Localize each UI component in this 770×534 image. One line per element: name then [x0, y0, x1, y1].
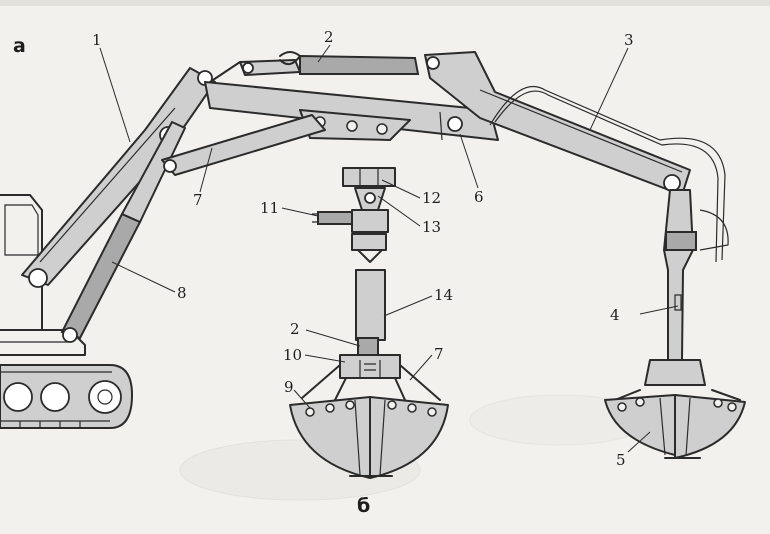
view-label-b: б [357, 495, 370, 517]
callout-2-detail: 2 [290, 320, 300, 338]
excavator-cab [0, 194, 86, 356]
grab-detail-bucket [289, 364, 449, 479]
callout-5: 5 [616, 451, 626, 469]
callout-7-detail: 7 [434, 345, 444, 363]
stick-hydraulic-cylinder [209, 51, 420, 83]
connecting-link [161, 114, 326, 176]
callout-1: 1 [92, 31, 102, 49]
right-grab-bucket [604, 359, 746, 459]
hydraulic-hoses [489, 85, 729, 263]
view-label-a: а [13, 35, 26, 57]
callout-11: 11 [260, 199, 279, 217]
grab-detail-head [312, 167, 396, 263]
leader-lines [99, 44, 679, 453]
callout-9: 9 [284, 378, 294, 396]
callout-8: 8 [177, 284, 187, 302]
callout-4: 4 [610, 306, 620, 324]
callout-12: 12 [422, 189, 441, 207]
callout-6: 6 [474, 188, 484, 206]
callout-10: 10 [283, 346, 302, 364]
stick-arm [204, 81, 499, 141]
callout-2: 2 [324, 28, 334, 46]
callout-7: 7 [193, 191, 203, 209]
callout-3: 3 [624, 31, 634, 49]
callout-14: 14 [434, 286, 453, 304]
callout-13: 13 [422, 218, 441, 236]
grab-suspension-rod [663, 189, 697, 361]
boom-hydraulic-cylinder [60, 121, 186, 343]
grab-detail-shaft [339, 269, 401, 379]
crawler-track [0, 364, 133, 429]
